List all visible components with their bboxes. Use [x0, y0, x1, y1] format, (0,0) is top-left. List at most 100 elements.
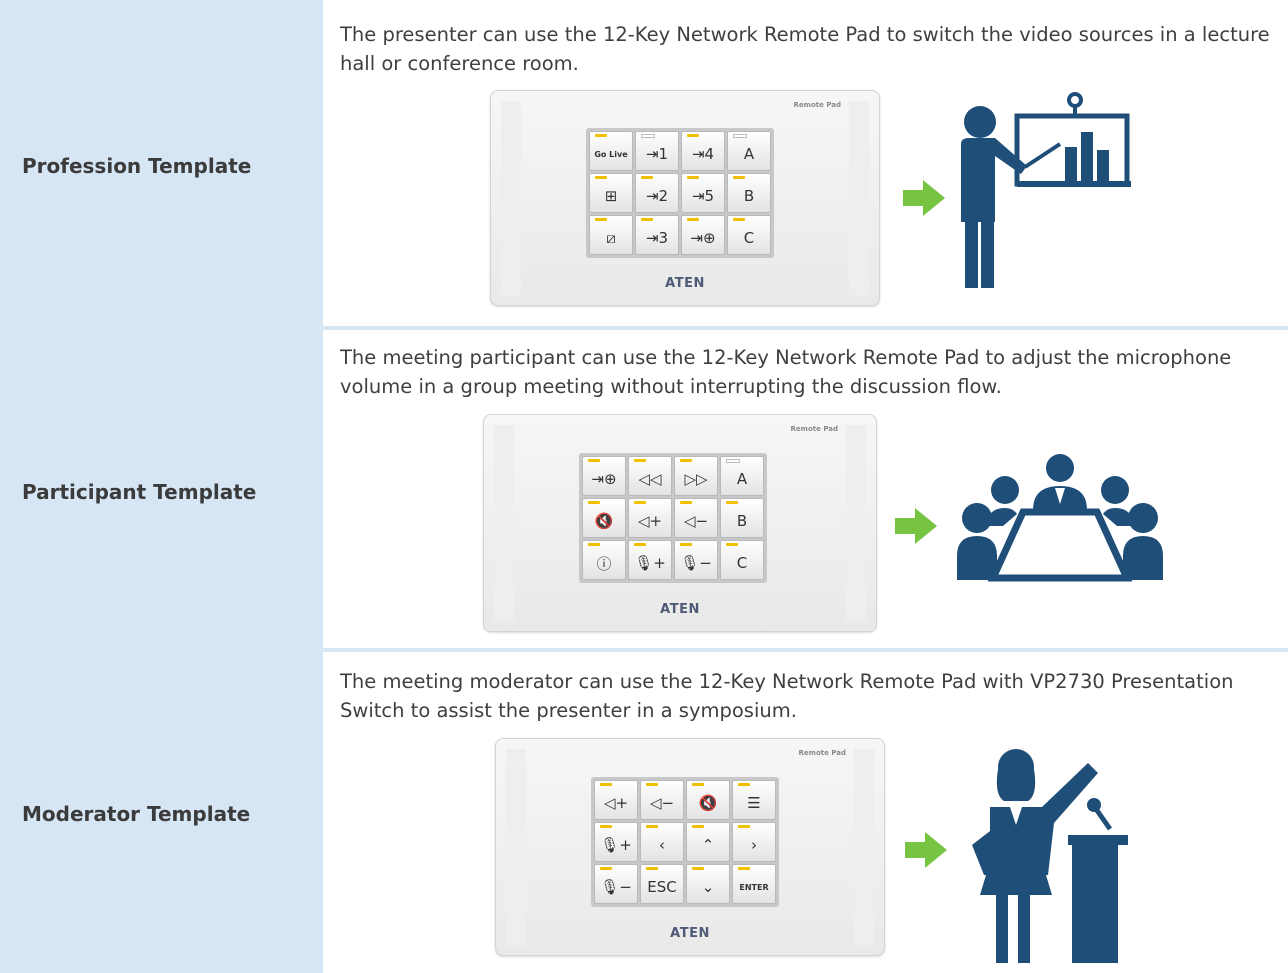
template-description: The meeting participant can use the 12-K…: [340, 346, 1232, 398]
pad-key: ⇥3: [635, 215, 679, 255]
pad-brand: Remote Pad: [798, 749, 846, 757]
remote-pad-image: Remote Pad ◁+ ◁− 🔇 ☰ 🎙+ ‹ ⌃ › 🎙− ESC ⌄ ENTER ATEN: [495, 738, 885, 956]
key-led-indicator: [588, 501, 600, 504]
pad-key: ⇥4: [681, 131, 725, 171]
key-led-indicator: [733, 176, 745, 179]
key-glyph: ENTER: [739, 882, 769, 892]
key-glyph: ⇥3: [645, 229, 669, 247]
key-led-indicator: [600, 783, 612, 786]
pad-key: C: [727, 215, 771, 255]
key-glyph: ›: [751, 836, 757, 854]
key-glyph: ◁−: [649, 794, 675, 812]
key-glyph: 🎙−: [680, 554, 712, 572]
key-led-indicator: [634, 459, 646, 462]
pad-key: ▷▷: [674, 456, 718, 496]
key-led-indicator: [687, 218, 699, 221]
pad-key: ›: [732, 822, 776, 862]
key-glyph: ⓘ: [596, 554, 612, 573]
key-led-indicator: [646, 867, 658, 870]
key-glyph: ⧄: [606, 229, 616, 247]
pad-key: ☰: [732, 780, 776, 820]
key-glyph: ◁+: [637, 512, 663, 530]
pad-key: ◁+: [594, 780, 638, 820]
key-glyph: ⇥4: [691, 145, 715, 163]
key-glyph: ‹: [659, 836, 665, 854]
key-led-indicator: [595, 176, 607, 179]
pad-key: B: [727, 173, 771, 213]
pad-key: A: [727, 131, 771, 171]
pad-key: ◁◁: [628, 456, 672, 496]
key-led-indicator: [588, 459, 600, 462]
key-glyph: ◁−: [683, 512, 709, 530]
key-led-indicator: [600, 825, 612, 828]
key-led-indicator: [641, 134, 655, 138]
pad-key: ⇥⊕: [582, 456, 626, 496]
key-glyph: ◁◁: [638, 470, 662, 488]
key-glyph: ESC: [647, 878, 677, 896]
pad-key: 🎙+: [594, 822, 638, 862]
key-glyph: 🔇: [698, 794, 718, 812]
green-arrow-icon: [903, 180, 945, 216]
key-led-indicator: [641, 176, 653, 179]
row-divider: [0, 326, 1288, 330]
key-led-indicator: [738, 825, 750, 828]
speaker-at-podium-icon: [972, 749, 1128, 963]
key-led-indicator: [680, 501, 692, 504]
key-glyph: ⇥2: [645, 187, 669, 205]
key-led-indicator: [634, 543, 646, 546]
pad-key: ⧄: [589, 215, 633, 255]
pad-key: ⊞: [589, 173, 633, 213]
pad-key: ⓘ: [582, 540, 626, 580]
template-row-profession: Profession Template The presenter can us…: [0, 0, 1288, 326]
key-glyph: ⇥⊕: [690, 229, 716, 247]
pad-key: A: [720, 456, 764, 496]
key-glyph: 🎙+: [634, 554, 666, 572]
template-description: The meeting moderator can use the 12-Key…: [340, 670, 1234, 722]
pad-key: ⌃: [686, 822, 730, 862]
green-arrow-icon: [895, 508, 937, 544]
key-led-indicator: [646, 783, 658, 786]
key-led-indicator: [646, 825, 658, 828]
key-glyph: ⌄: [701, 878, 715, 896]
key-led-indicator: [595, 134, 607, 137]
key-led-indicator: [738, 783, 750, 786]
key-glyph: C: [736, 554, 748, 572]
pad-key: 🎙−: [594, 864, 638, 904]
pad-key: ⇥⊕: [681, 215, 725, 255]
pad-key: ◁+: [628, 498, 672, 538]
pad-key: C: [720, 540, 764, 580]
pad-key: ◁−: [640, 780, 684, 820]
pad-key: Go Live: [589, 131, 633, 171]
key-glyph: ⇥⊕: [591, 470, 617, 488]
template-row-moderator: Moderator Template The meeting moderator…: [0, 652, 1288, 973]
pad-key: 🔇: [582, 498, 626, 538]
pad-key: ◁−: [674, 498, 718, 538]
pad-keys: ◁+ ◁− 🔇 ☰ 🎙+ ‹ ⌃ › 🎙− ESC ⌄ ENTER: [591, 777, 779, 907]
key-led-indicator: [692, 825, 704, 828]
pad-key: ⇥2: [635, 173, 679, 213]
pad-key: ESC: [640, 864, 684, 904]
pad-keys: Go Live ⇥1 ⇥4 A ⊞ ⇥2 ⇥5 B ⧄ ⇥3 ⇥⊕ C: [586, 128, 774, 258]
pad-key: ⌄: [686, 864, 730, 904]
pad-key: 🎙+: [628, 540, 672, 580]
template-label: Moderator Template: [22, 802, 251, 826]
pad-key: ‹: [640, 822, 684, 862]
key-led-indicator: [733, 218, 745, 221]
pad-brand: Remote Pad: [790, 425, 838, 433]
key-led-indicator: [692, 867, 704, 870]
key-led-indicator: [692, 783, 704, 786]
key-led-indicator: [600, 867, 612, 870]
key-glyph: C: [743, 229, 755, 247]
aten-logo: ATEN: [670, 926, 710, 941]
key-glyph: ⇥1: [645, 145, 669, 163]
key-glyph: 🔇: [594, 512, 614, 530]
key-led-indicator: [634, 501, 646, 504]
key-glyph: ⇥5: [691, 187, 715, 205]
template-row-participant: Participant Template The meeting partici…: [0, 330, 1288, 648]
key-led-indicator: [680, 459, 692, 462]
template-label: Participant Template: [22, 480, 257, 504]
aten-logo: ATEN: [660, 602, 700, 617]
